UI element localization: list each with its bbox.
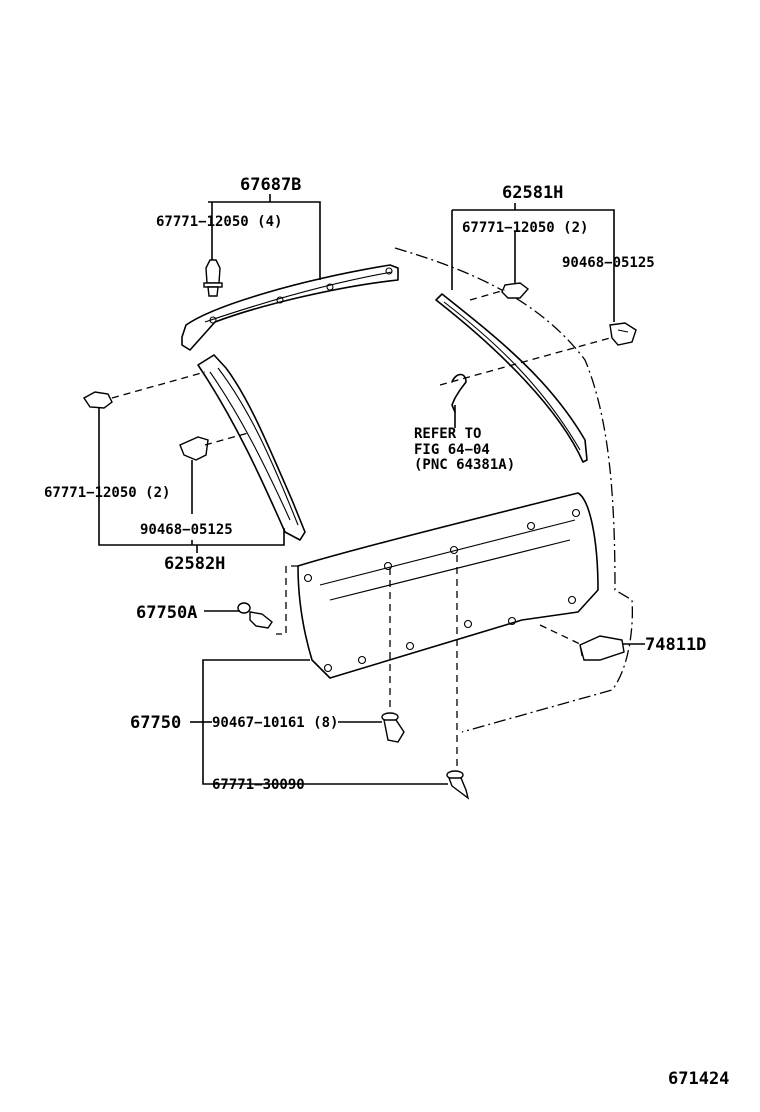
label-clip-left-low: 90468−05125 xyxy=(140,522,233,538)
label-clip-right-top: 67771−12050 (2) xyxy=(462,220,588,236)
label-clip-67771-30090: 67771−30090 xyxy=(212,777,305,793)
clip-icon xyxy=(446,770,470,800)
trim-board-67750 xyxy=(297,492,599,679)
garnish-62582H xyxy=(197,354,306,541)
clip-icon xyxy=(381,712,405,743)
clip-icon xyxy=(82,391,113,409)
clip-icon xyxy=(501,282,530,299)
back-door-outline xyxy=(394,247,634,733)
label-67687B: 67687B xyxy=(240,175,301,195)
garnish-62581H xyxy=(435,293,588,463)
bracket-icon xyxy=(579,635,625,661)
label-67750A: 67750A xyxy=(136,603,197,623)
label-clip-90467: 90467−10161 (8) xyxy=(212,715,338,731)
label-67750: 67750 xyxy=(130,713,181,733)
retainer-icon xyxy=(179,436,209,461)
label-clip-left-top: 67771−12050 (4) xyxy=(156,214,282,230)
label-62581H: 62581H xyxy=(502,183,563,203)
screw-icon xyxy=(237,602,273,629)
label-refer-2: FIG 64−04 xyxy=(414,442,490,458)
label-74811D: 74811D xyxy=(645,635,706,655)
figure-number: 671424 xyxy=(668,1069,729,1089)
label-refer-3: (PNC 64381A) xyxy=(414,457,515,473)
retainer-icon xyxy=(609,322,637,346)
label-clip-left-mid: 67771−12050 (2) xyxy=(44,485,170,501)
clip-icon xyxy=(203,259,223,297)
garnish-67687B xyxy=(181,264,399,351)
hook-icon xyxy=(451,373,467,413)
label-refer-1: REFER TO xyxy=(414,426,481,442)
label-62582H: 62582H xyxy=(164,554,225,574)
label-clip-right-side: 90468−05125 xyxy=(562,255,655,271)
